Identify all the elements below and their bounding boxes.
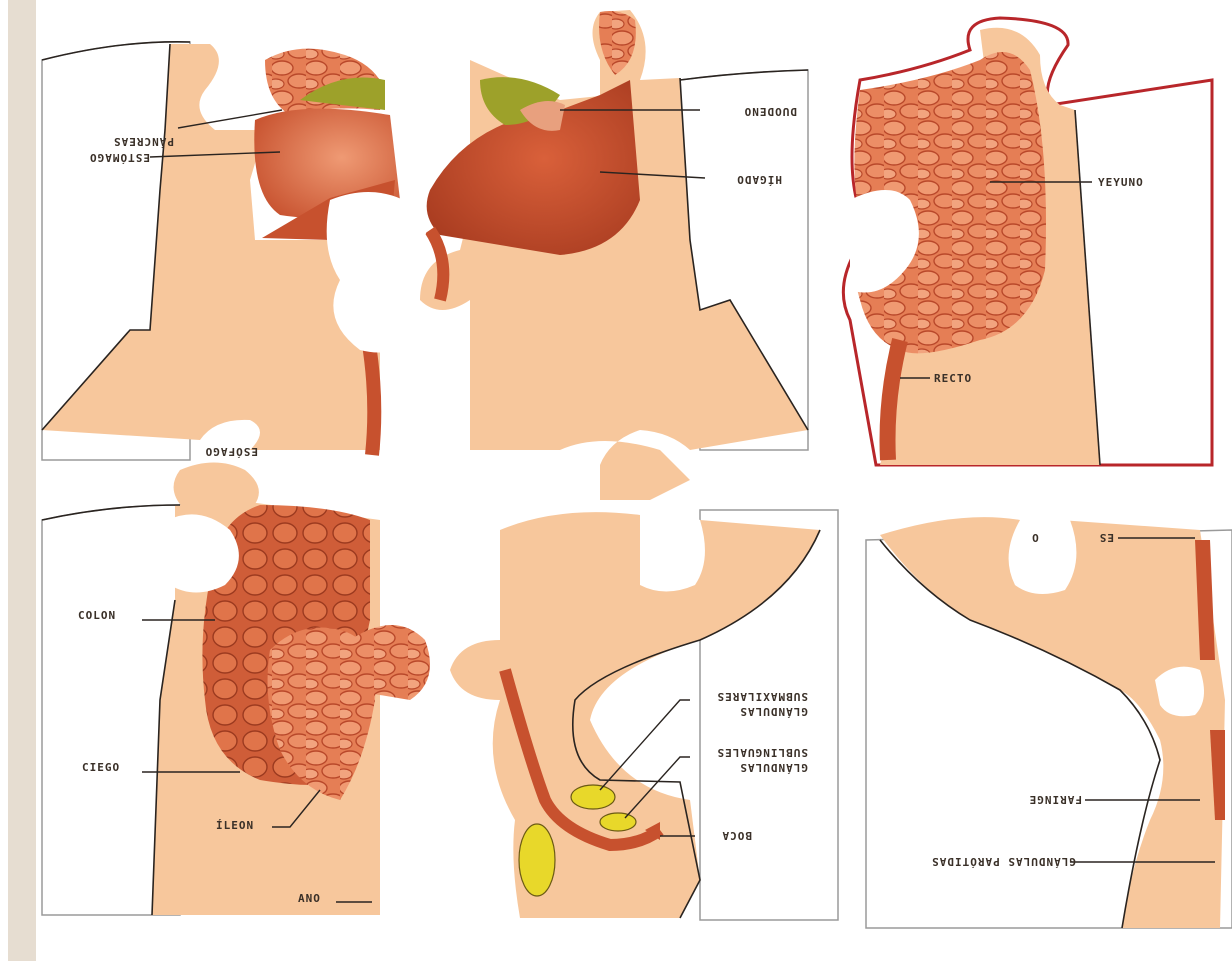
puzzle-piece-top-middle: DUODENO HÍGADO xyxy=(327,10,808,593)
label-parotid: GLÁNDULAS PARÓTIDAS xyxy=(931,855,1076,868)
label-duodenum: DUODENO xyxy=(744,105,797,118)
label-jejunum: YEYUNO xyxy=(1098,176,1144,189)
label-ileum: ÍLEON xyxy=(216,819,254,832)
label-rectum: RECTO xyxy=(934,372,972,385)
label-liver: HÍGADO xyxy=(736,173,782,186)
label-mouth: BOCA xyxy=(722,829,753,842)
puzzle-piece-top-right: YEYUNO RECTO xyxy=(843,18,1212,465)
label-pharynx: FARINGE xyxy=(1029,793,1082,806)
label-submaxillary-1: GLÁNDULAS xyxy=(739,705,808,718)
label-submaxillary-2: SUBMAXILARES xyxy=(717,690,808,703)
label-pancreas: PÁNCREAS xyxy=(113,135,174,148)
gland-submaxillary xyxy=(571,785,615,809)
gland-parotid-left xyxy=(519,824,555,896)
gland-sublingual xyxy=(600,813,636,831)
label-anus: ANO xyxy=(298,892,321,905)
puzzle-piece-bottom-left: COLON CIEGO ÍLEON ANO xyxy=(42,500,430,915)
puzzle-piece-bottom-middle: GLÁNDULAS SUBMAXILARES GLÁNDULAS SUBLING… xyxy=(450,510,838,920)
label-esophagus: ESÓFAGO xyxy=(205,445,258,458)
label-cecum: CIEGO xyxy=(82,761,120,774)
side-bar xyxy=(8,0,36,961)
label-stomach: ESTÓMAGO xyxy=(89,151,150,164)
label-colon: COLON xyxy=(78,609,116,622)
label-sublingual-1: GLÁNDULAS xyxy=(739,761,808,774)
label-sublingual-2: SUBLINGUALES xyxy=(717,746,808,759)
puzzle-piece-bottom-right: ESO FARINGE GLÁNDULAS PARÓTIDAS xyxy=(866,513,1232,929)
